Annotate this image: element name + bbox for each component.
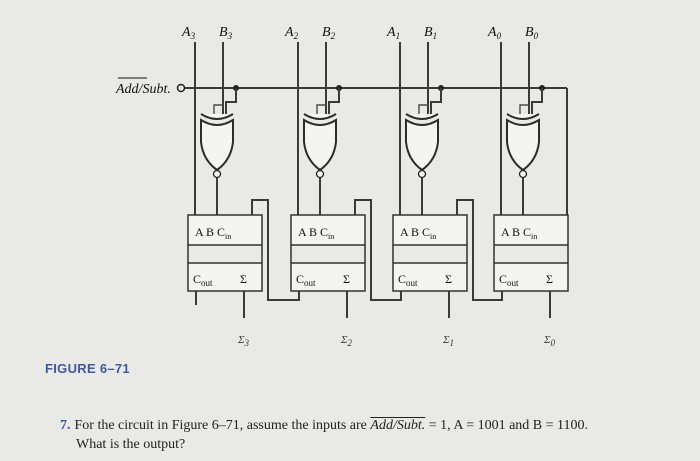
wire-ctrl-xor1 xyxy=(430,88,442,118)
wire-b-xor1 xyxy=(418,104,428,118)
wire-carry-0 xyxy=(456,199,503,301)
xor-gate-3 xyxy=(200,118,234,172)
question-line1-post: = 1, A = 1001 and B = 1100. xyxy=(425,418,589,433)
input-label-b0: B0 xyxy=(525,25,539,41)
adder-top-2 xyxy=(290,214,366,246)
xor-gate-arc-2 xyxy=(303,113,337,120)
sum-output-label-2: Σ2 xyxy=(340,334,353,348)
input-label-a0: A0 xyxy=(487,25,502,41)
adder-cout-label-1: Cout xyxy=(398,272,418,288)
adder-inputs-label-3: A B Cin xyxy=(195,225,231,241)
xor-gate-arc-1 xyxy=(405,113,439,120)
input-label-b2: B2 xyxy=(322,25,336,41)
xor-output-bubble-3 xyxy=(212,169,222,179)
adder-sum-symbol-0: Σ xyxy=(546,272,553,286)
sum-output-label-0: Σ0 xyxy=(543,334,556,348)
xor-gate-arc-3 xyxy=(200,113,234,120)
question-control-overline: Add/Subt. xyxy=(370,418,426,433)
wire-ctrl-xor2 xyxy=(328,88,340,118)
wire-b-xor2 xyxy=(316,104,326,118)
xor-gate-2 xyxy=(303,118,337,172)
adder-cout-label-2: Cout xyxy=(296,272,316,288)
adder-bottom-0 xyxy=(493,262,569,292)
adder-inputs-label-2: A B Cin xyxy=(298,225,334,241)
wire-b-xor0 xyxy=(519,104,529,118)
wire-ctrl-xor0 xyxy=(531,88,543,118)
input-label-a1: A1 xyxy=(386,25,400,41)
question-text: 7.For the circuit in Figure 6–71, assume… xyxy=(60,416,690,454)
adder-cout-label-3: Cout xyxy=(193,272,213,288)
question-line1-pre: For the circuit in Figure 6–71, assume t… xyxy=(74,418,371,433)
adder-top-0 xyxy=(493,214,569,246)
xor-output-bubble-1 xyxy=(417,169,427,179)
adder-bottom-2 xyxy=(290,262,366,292)
adder-sum-symbol-3: Σ xyxy=(240,272,247,286)
xor-gate-0 xyxy=(506,118,540,172)
adder-sum-symbol-2: Σ xyxy=(343,272,350,286)
adder-sum-symbol-1: Σ xyxy=(445,272,452,286)
adder-top-1 xyxy=(392,214,468,246)
xor-output-bubble-2 xyxy=(315,169,325,179)
adder-inputs-label-1: A B Cin xyxy=(400,225,436,241)
input-label-b3: B3 xyxy=(219,25,233,41)
question-line2: What is the output? xyxy=(76,437,186,452)
adder-bottom-1 xyxy=(392,262,468,292)
adder-inputs-label-0: A B Cin xyxy=(501,225,537,241)
wire-ctrl-xor3 xyxy=(225,88,237,118)
sum-output-label-3: Σ3 xyxy=(237,334,250,348)
xor-output-bubble-0 xyxy=(518,169,528,179)
sum-output-label-1: Σ1 xyxy=(442,334,454,348)
wire-b-xor3 xyxy=(213,104,223,118)
xor-gate-arc-0 xyxy=(506,113,540,120)
adder-top-3 xyxy=(187,214,263,246)
control-input-label: Add/Subt. xyxy=(115,82,171,97)
input-label-b1: B1 xyxy=(424,25,437,41)
input-label-a2: A2 xyxy=(284,25,299,41)
input-label-a3: A3 xyxy=(181,25,196,41)
wire-carry-1 xyxy=(354,199,402,301)
control-input-terminal xyxy=(176,83,186,93)
figure-label: FIGURE 6–71 xyxy=(45,361,130,376)
adder-cout-label-0: Cout xyxy=(499,272,519,288)
adder-bottom-3 xyxy=(187,262,263,292)
question-number: 7. xyxy=(60,418,71,433)
wire-carry-2 xyxy=(251,199,300,301)
xor-gate-1 xyxy=(405,118,439,172)
